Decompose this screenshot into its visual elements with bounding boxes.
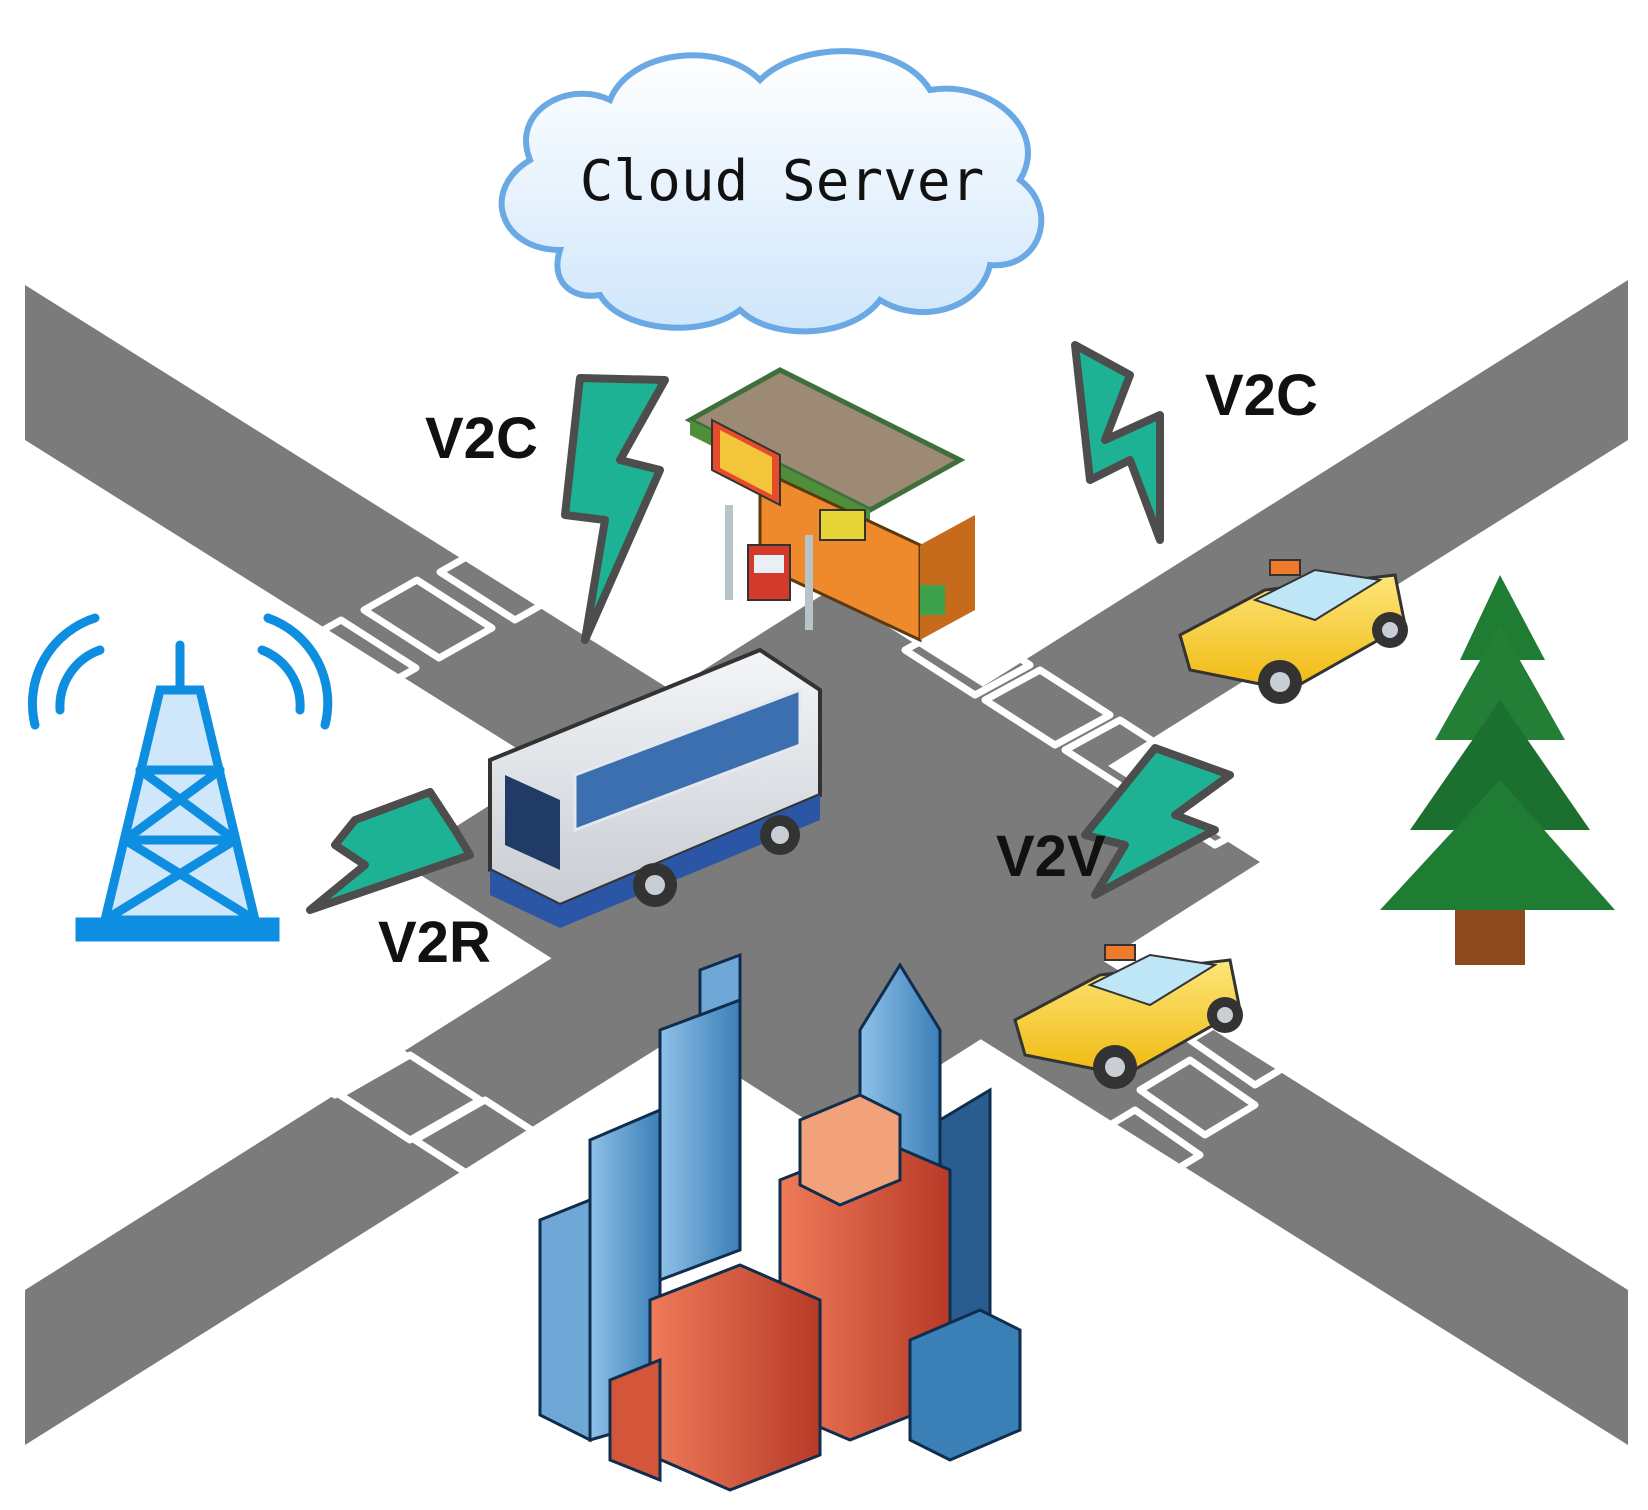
v2c-right-label: V2C <box>1205 363 1318 428</box>
tree-icon <box>1380 575 1615 965</box>
lightning-icon <box>306 788 474 914</box>
gas-station-icon <box>684 367 975 643</box>
lightning-icon <box>1081 744 1234 899</box>
crosswalk-top-left <box>208 501 647 742</box>
lightning-icon <box>561 374 669 644</box>
v2v-label: V2V <box>996 824 1106 889</box>
cloud-server-icon: Cloud Server <box>498 48 1045 335</box>
taxi-icon <box>1178 559 1408 704</box>
city-buildings-icon <box>538 952 1022 1492</box>
taxi-icon <box>1013 944 1243 1089</box>
cell-tower-icon <box>27 613 333 942</box>
lightning-icon <box>1071 341 1164 544</box>
bus-icon <box>488 647 822 928</box>
v2c-left-label: V2C <box>425 406 538 471</box>
v2r-label: V2R <box>378 910 491 975</box>
cloud-server-label: Cloud Server <box>580 149 985 214</box>
